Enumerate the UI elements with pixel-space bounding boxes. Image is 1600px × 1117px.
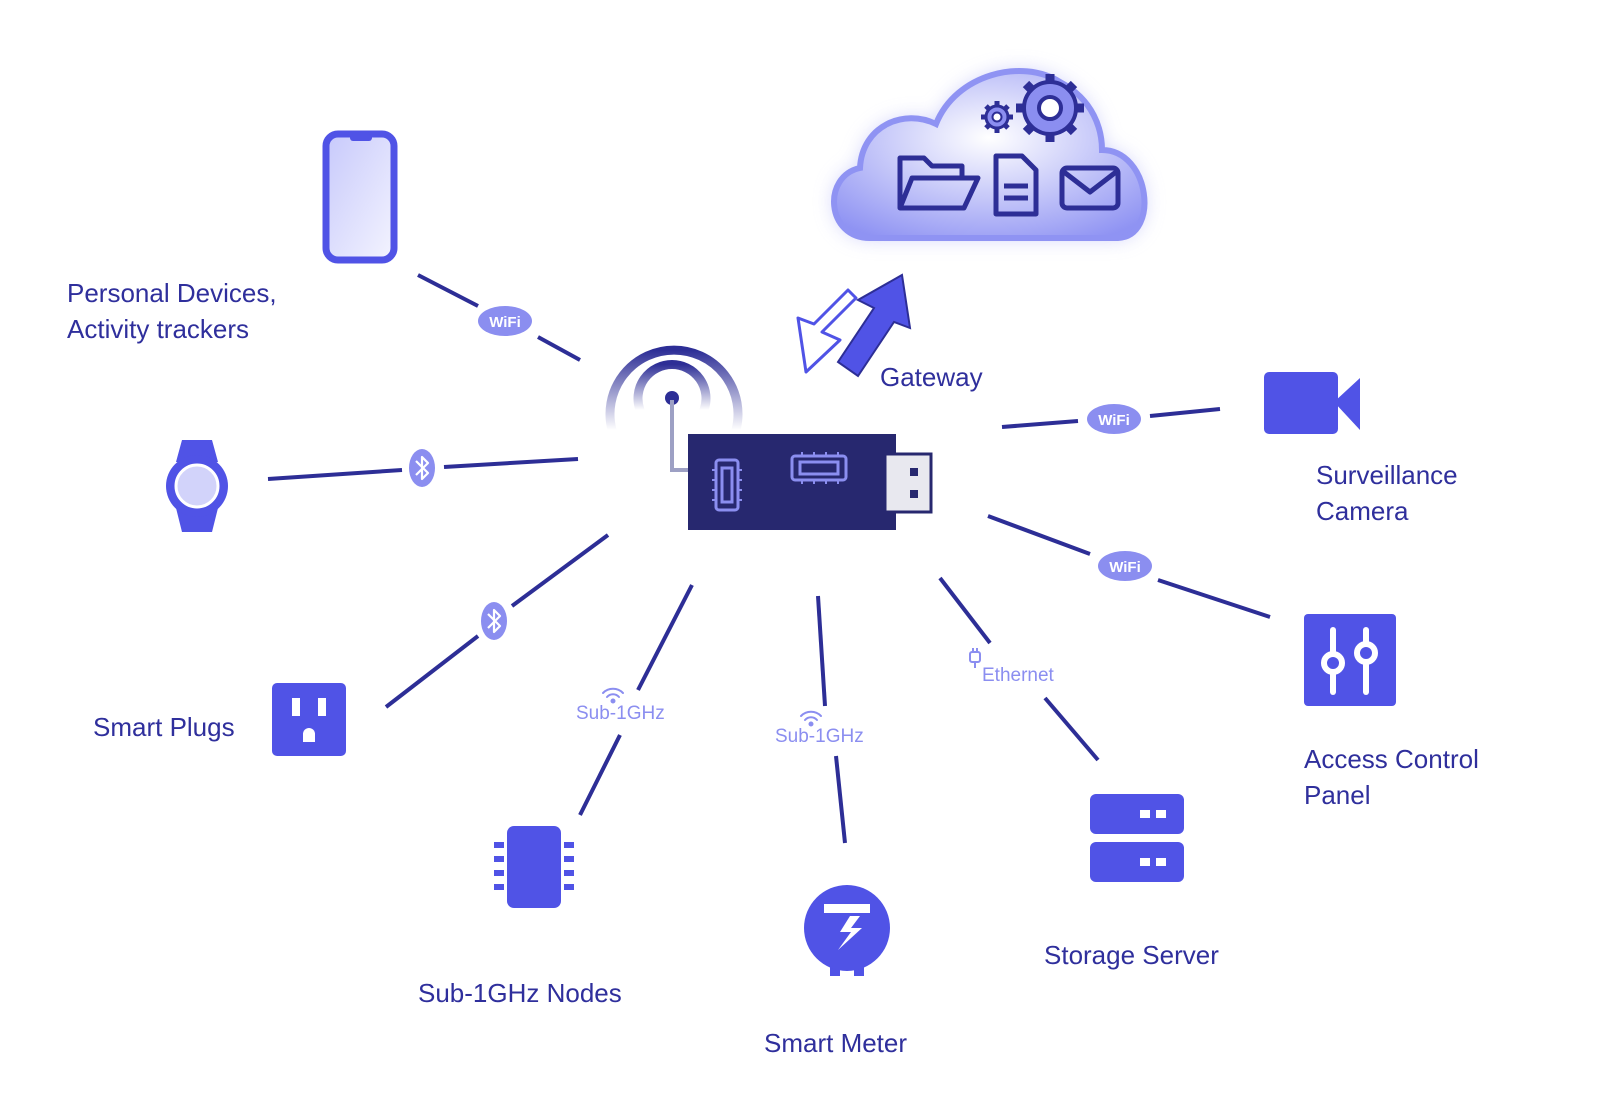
gear-icon	[1016, 74, 1084, 142]
link-watch	[443, 457, 579, 469]
wifi-badge-text: WiFi	[1109, 559, 1141, 576]
smartwatch-icon	[166, 440, 228, 532]
camera-label-line2: Camera	[1316, 496, 1409, 526]
mail-icon	[1059, 165, 1121, 211]
gateway-device	[605, 345, 933, 530]
signal-icon	[602, 687, 624, 704]
ethernet-plug-icon	[969, 648, 981, 668]
smart-meter-icon	[804, 885, 890, 976]
link-plug	[384, 634, 480, 709]
antenna-tip	[665, 391, 679, 405]
link-phone	[537, 335, 581, 362]
sub-nodes-label: Sub-1GHz Nodes	[418, 978, 622, 1008]
wifi-badge-text: WiFi	[1098, 412, 1130, 429]
link-meter	[816, 595, 827, 707]
camera-label: Surveillance Camera	[1316, 457, 1458, 529]
sub1ghz-label: Sub-1GHz	[775, 726, 864, 747]
video-camera-icon	[1264, 372, 1360, 434]
link-camera	[1001, 419, 1079, 429]
upload-download-arrow-icon	[796, 273, 912, 378]
access-panel-label: Access Control Panel	[1304, 741, 1479, 813]
link-phone	[417, 273, 479, 308]
power-outlet-icon	[272, 683, 346, 756]
wifi-badge: WiFi	[478, 306, 532, 336]
gear-icon	[981, 101, 1013, 133]
link-sub-nodes	[578, 734, 622, 816]
bluetooth-icon	[481, 602, 507, 640]
link-plug	[510, 533, 610, 608]
access-panel-label-line1: Access Control	[1304, 744, 1479, 774]
microchip-icon	[494, 826, 574, 908]
link-watch	[267, 468, 403, 481]
link-sub-nodes	[636, 584, 694, 691]
wifi-badge: WiFi	[1098, 551, 1152, 581]
access-panel-label-line2: Panel	[1304, 780, 1371, 810]
usb-gateway-icon	[688, 434, 933, 530]
wifi-badge: WiFi	[1087, 404, 1141, 434]
gateway-label: Gateway	[880, 362, 983, 392]
document-icon	[993, 153, 1039, 217]
link-panel	[1157, 578, 1271, 619]
connection-lines	[267, 273, 1271, 844]
folder-icon	[897, 155, 981, 211]
sub1ghz-label: Sub-1GHz	[576, 703, 665, 724]
storage-server-label: Storage Server	[1044, 940, 1219, 970]
control-panel-icon	[1304, 614, 1396, 706]
ethernet-label: Ethernet	[982, 665, 1054, 686]
camera-label-line1: Surveillance	[1316, 460, 1458, 490]
link-storage	[938, 576, 992, 645]
cloud-icon	[831, 68, 1148, 241]
link-panel	[987, 514, 1091, 556]
personal-devices-label: Personal Devices, Activity trackers	[67, 275, 277, 347]
link-camera	[1149, 407, 1221, 418]
smart-plugs-label: Smart Plugs	[93, 712, 235, 742]
wifi-badge-text: WiFi	[489, 314, 521, 331]
radio-signal-icon	[605, 345, 743, 435]
personal-devices-label-line2: Activity trackers	[67, 314, 250, 344]
bluetooth-icon	[409, 449, 435, 487]
signal-icon	[800, 710, 822, 727]
smart-meter-label: Smart Meter	[764, 1028, 908, 1058]
personal-devices-label-line1: Personal Devices,	[67, 278, 277, 308]
server-icon	[1090, 794, 1184, 882]
smartphone-icon	[322, 130, 398, 264]
link-storage	[1043, 696, 1100, 762]
link-meter	[834, 755, 847, 844]
